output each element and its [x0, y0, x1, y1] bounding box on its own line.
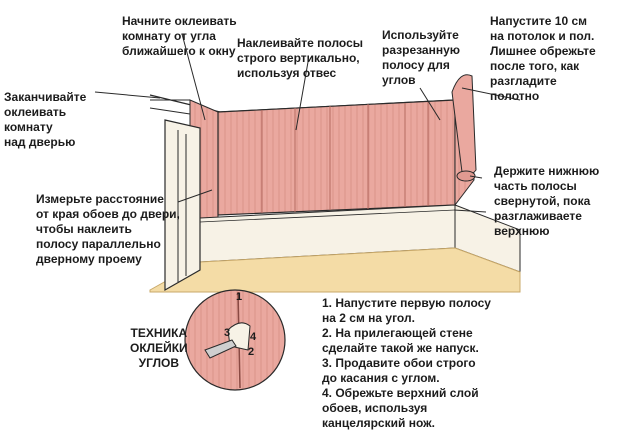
- step-marker-1: 1: [236, 291, 243, 303]
- corner-technique-illustration: [184, 289, 286, 391]
- step-2: 2. На прилегающей стене сделайте такой ж…: [322, 326, 479, 355]
- label-hold-bottom: Держите нижнюю часть полосы свернутой, п…: [494, 164, 600, 238]
- label-finish-door: Заканчивайте оклеивать комнату над дверь…: [4, 90, 87, 149]
- technique-title: ТЕХНИКА ОКЛЕЙКИ УГЛОВ: [130, 326, 188, 370]
- label-vertical: Наклеивайте полосы строго вертикально, и…: [237, 36, 363, 80]
- step-1: 1. Напустите первую полосу на 2 см на уг…: [322, 296, 491, 325]
- label-measure: Измерьте расстояние от края обоев до две…: [36, 192, 180, 266]
- step-3: 3. Продавите обои строго до касания с уг…: [322, 356, 476, 385]
- door-frame: [149, 99, 201, 292]
- hanging-strip: [451, 74, 477, 207]
- step-marker-3: 3: [224, 327, 231, 339]
- label-start-corner: Начните оклеивать комнату от угла ближай…: [122, 14, 237, 58]
- step-marker-4: 4: [250, 331, 257, 343]
- step-marker-2: 2: [248, 346, 255, 358]
- label-overlap: Напустите 10 см на потолок и пол. Лишнее…: [490, 14, 596, 103]
- step-4: 4. Обрежьте верхний слой обоев, использу…: [322, 386, 479, 430]
- back-wall: [217, 99, 456, 216]
- label-cut-strip: Используйте разрезанную полосу для углов: [382, 28, 461, 87]
- leader-lines: [94, 33, 521, 213]
